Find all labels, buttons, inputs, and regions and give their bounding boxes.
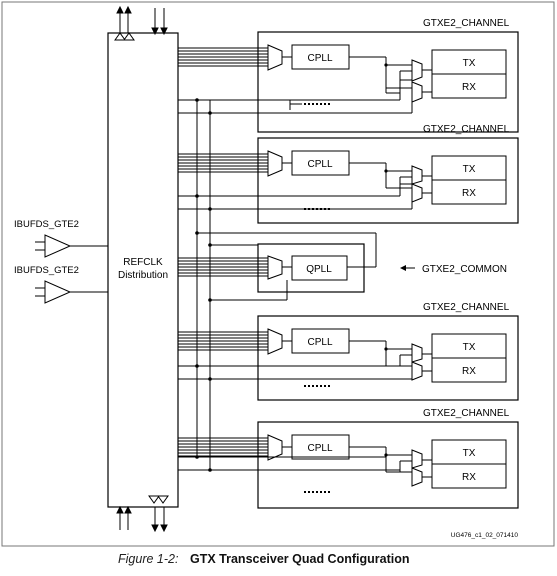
top-arrows (114, 5, 168, 41)
tx-label: TX (463, 164, 476, 175)
channel-title: GTXE2_CHANNEL (423, 18, 510, 29)
channel-title: GTXE2_CHANNEL (423, 408, 510, 419)
gtx-common: QPLL GTXE2_COMMON (178, 232, 507, 302)
rx-block (431, 357, 507, 383)
mux-icon (267, 328, 283, 355)
gtx-channel-2: GTXE2_CHANNEL CPLL TX RX (178, 124, 519, 224)
channel-box (257, 31, 519, 133)
ibufds-buffer-1 (35, 234, 108, 258)
rx-mux-icon (411, 183, 423, 203)
channel-box (257, 137, 519, 224)
refclk-bus (178, 153, 268, 173)
tx-mux-icon (411, 343, 423, 363)
ibufds-label-2: IBUFDS_GTE2 (14, 265, 79, 276)
bottom-arrows (116, 495, 169, 533)
figure-number: Figure 1-2: (118, 552, 179, 566)
mux-icon (267, 150, 283, 177)
qpll-label: QPLL (306, 264, 332, 275)
refclk-bus (178, 437, 268, 457)
refclk-label-line2: Distribution (118, 270, 168, 281)
cpll-label: CPLL (307, 337, 332, 348)
channel-box (257, 315, 519, 401)
rx-label: RX (462, 188, 476, 199)
refclk-label-line1: REFCLK (123, 257, 163, 268)
tx-mux-icon (411, 449, 423, 469)
channel-title: GTXE2_CHANNEL (423, 124, 510, 135)
mux-icon (267, 255, 283, 280)
qpll-block (291, 255, 348, 281)
backbone-lines (196, 100, 211, 470)
gtx-channel-3: GTXE2_CHANNEL CPLL TX RX (178, 302, 519, 401)
tx-mux-icon (411, 59, 423, 82)
rx-label: RX (462, 366, 476, 377)
gtx-channel-4: GTXE2_CHANNEL CPLL TX RX (178, 408, 519, 509)
common-label: GTXE2_COMMON (422, 264, 507, 275)
refclk-distribution-block (107, 32, 179, 508)
rx-block (431, 179, 507, 205)
mux-icon (267, 434, 283, 461)
cpll-label: CPLL (307, 159, 332, 170)
doc-id: UG476_c1_02_071410 (451, 532, 519, 539)
refclk-bus (178, 47, 268, 67)
refclk-bus (178, 331, 268, 351)
tx-label: TX (463, 342, 476, 353)
ibufds-buffer-2 (35, 280, 108, 304)
rx-label: RX (462, 82, 476, 93)
tx-block (431, 155, 507, 181)
cpll-block (291, 434, 350, 460)
rx-mux-icon (411, 81, 423, 103)
common-box (257, 243, 365, 293)
gtx-channel-1: GTXE2_CHANNEL CPLL TX RX (178, 18, 519, 133)
rx-mux-icon (411, 361, 423, 381)
rx-mux-icon (411, 467, 423, 487)
mux-icon (267, 44, 283, 71)
rx-label: RX (462, 472, 476, 483)
channel-box (257, 421, 519, 509)
tx-mux-icon (411, 165, 423, 185)
rx-block (431, 73, 507, 99)
figure-caption: Figure 1-2: GTX Transceiver Quad Configu… (0, 550, 557, 570)
channel-title: GTXE2_CHANNEL (423, 302, 510, 313)
refclk-bus (178, 257, 268, 277)
cpll-label: CPLL (307, 53, 332, 64)
backbone-to-block (178, 99, 210, 471)
figure-title: GTX Transceiver Quad Configuration (190, 552, 410, 566)
figure-frame (1, 1, 555, 547)
rx-block (431, 463, 507, 489)
ibufds-label-1: IBUFDS_GTE2 (14, 219, 79, 230)
tx-block (431, 333, 507, 359)
cpll-block (291, 328, 350, 354)
cpll-label: CPLL (307, 443, 332, 454)
cpll-block (291, 44, 350, 70)
gtx-quad-diagram: REFCLK Distribution IBUFDS_GTE2 IBUFDS_G… (1, 1, 555, 547)
tx-label: TX (463, 58, 476, 69)
tx-label: TX (463, 448, 476, 459)
